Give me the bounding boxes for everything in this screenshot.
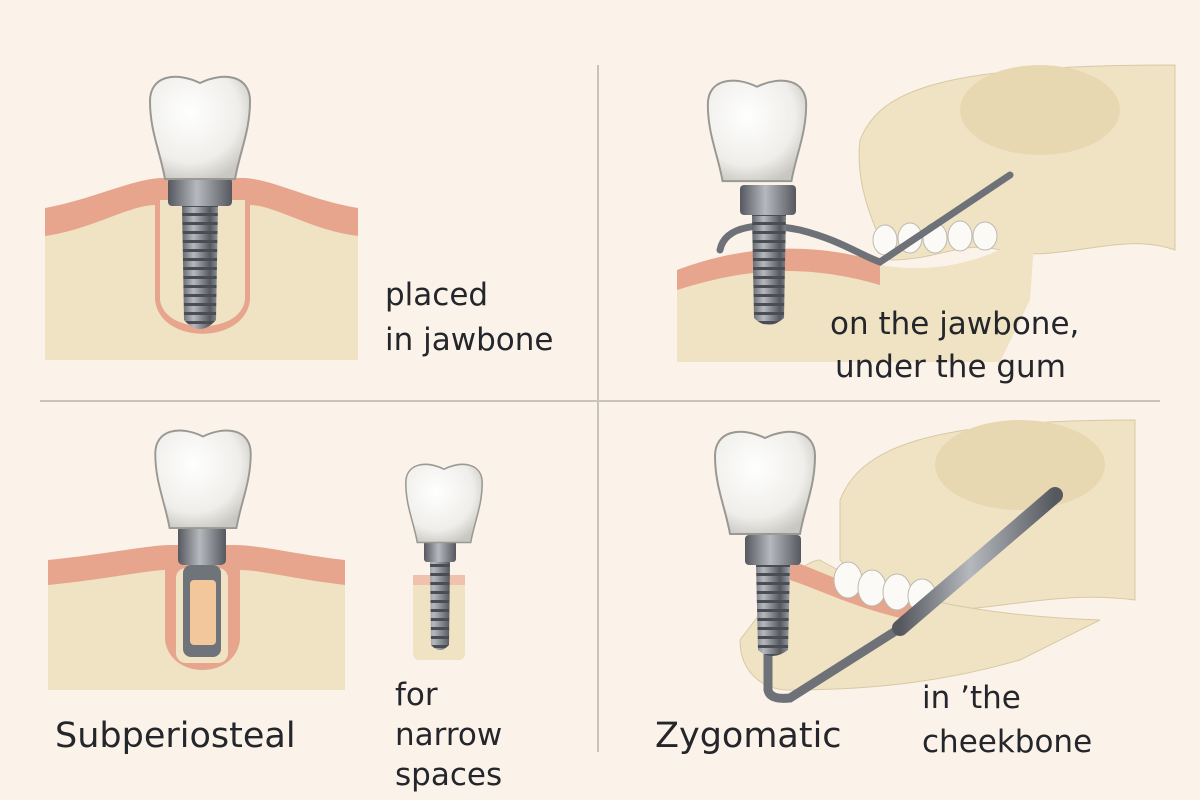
caption-line: on the jawbone, xyxy=(830,306,1079,342)
caption-line: in jawbone xyxy=(385,322,553,358)
subperiosteal-illustration xyxy=(48,429,483,690)
caption-line: spaces xyxy=(395,757,502,793)
caption-line: in ’the xyxy=(922,680,1021,716)
crown xyxy=(148,75,252,181)
endosteal-illustration xyxy=(45,75,358,360)
panel-title: Zygomatic xyxy=(655,716,842,756)
implant-screw xyxy=(182,206,218,329)
caption-line: narrow xyxy=(395,717,502,753)
caption-line: for xyxy=(395,677,438,713)
abutment xyxy=(168,178,232,206)
subperiosteal-top-illustration xyxy=(677,64,1176,362)
frame xyxy=(716,171,1014,266)
panel-title: Subperiosteal xyxy=(55,716,296,756)
caption-line: placed xyxy=(385,277,488,313)
zygomatic-illustration xyxy=(713,419,1136,703)
caption-line: cheekbone xyxy=(922,724,1092,760)
zygomatic-implant xyxy=(892,487,1063,636)
caption-line: under the gum xyxy=(835,349,1066,385)
